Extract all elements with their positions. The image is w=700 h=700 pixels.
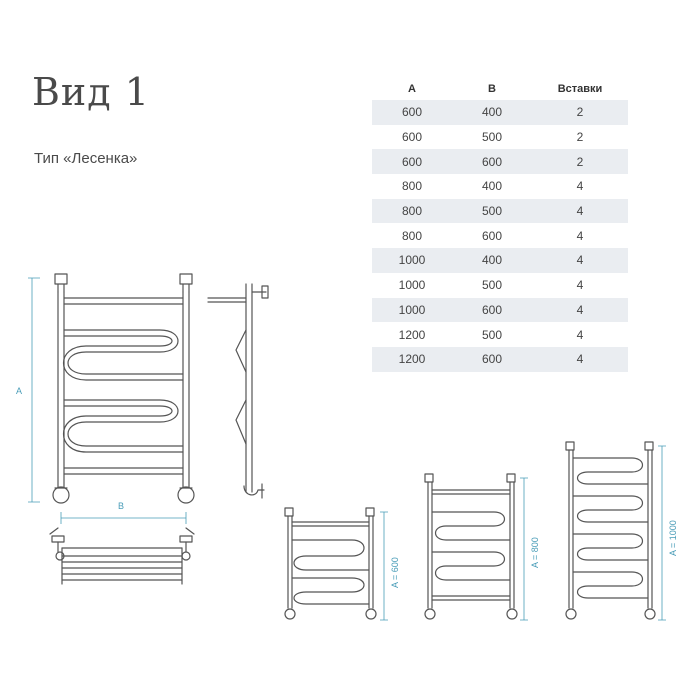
cell-a: 800 <box>372 174 452 199</box>
cell-b: 400 <box>452 174 532 199</box>
cell-b: 600 <box>452 149 532 175</box>
cell-a: 1000 <box>372 272 452 298</box>
dimension-label-a: A <box>16 386 22 396</box>
table-header-row: A B Вставки <box>372 78 628 100</box>
cell-b: 500 <box>452 124 532 150</box>
header-inserts: Вставки <box>557 83 603 95</box>
dimension-label-1000: A = 1000 <box>668 520 678 556</box>
cell-b: 500 <box>452 322 532 347</box>
dimension-label-800: A = 800 <box>530 537 540 568</box>
cell-a: 600 <box>372 100 452 125</box>
unit-1000 <box>565 441 656 620</box>
side-view <box>207 283 269 499</box>
page-title: Вид 1 <box>32 70 150 114</box>
cell-a: 1200 <box>372 346 452 372</box>
cell-inserts: 4 <box>532 297 628 323</box>
top-view <box>49 527 195 585</box>
cell-a: 1000 <box>372 248 452 273</box>
cell-a: 800 <box>372 223 452 249</box>
cell-inserts: 4 <box>532 322 628 347</box>
dimension-label-b: B <box>118 501 124 511</box>
cell-inserts: 4 <box>532 174 628 199</box>
cell-a: 1000 <box>372 297 452 323</box>
dimension-lines <box>28 277 666 621</box>
cell-b: 500 <box>452 198 532 224</box>
cell-b: 400 <box>452 100 532 125</box>
cell-inserts: 4 <box>532 346 628 372</box>
cell-b: 400 <box>452 248 532 273</box>
cell-b: 500 <box>452 272 532 298</box>
cell-a: 600 <box>372 124 452 150</box>
cell-a: 600 <box>372 149 452 175</box>
unit-800 <box>424 473 518 620</box>
unit-600 <box>284 507 377 620</box>
cell-b: 600 <box>452 346 532 372</box>
cell-b: 600 <box>452 297 532 323</box>
header-b: B <box>488 83 496 95</box>
cell-inserts: 4 <box>532 272 628 298</box>
cell-inserts: 4 <box>532 223 628 249</box>
cell-inserts: 4 <box>532 198 628 224</box>
header-a: A <box>408 83 416 95</box>
main-front-view <box>52 273 195 504</box>
cell-inserts: 2 <box>532 124 628 150</box>
page-subtitle: Тип «Лесенка» <box>34 150 138 167</box>
cell-inserts: 4 <box>532 248 628 273</box>
cell-inserts: 2 <box>532 100 628 125</box>
cell-inserts: 2 <box>532 149 628 175</box>
cell-a: 1200 <box>372 322 452 347</box>
cell-a: 800 <box>372 198 452 224</box>
dimension-label-600: A = 600 <box>390 557 400 588</box>
cell-b: 600 <box>452 223 532 249</box>
